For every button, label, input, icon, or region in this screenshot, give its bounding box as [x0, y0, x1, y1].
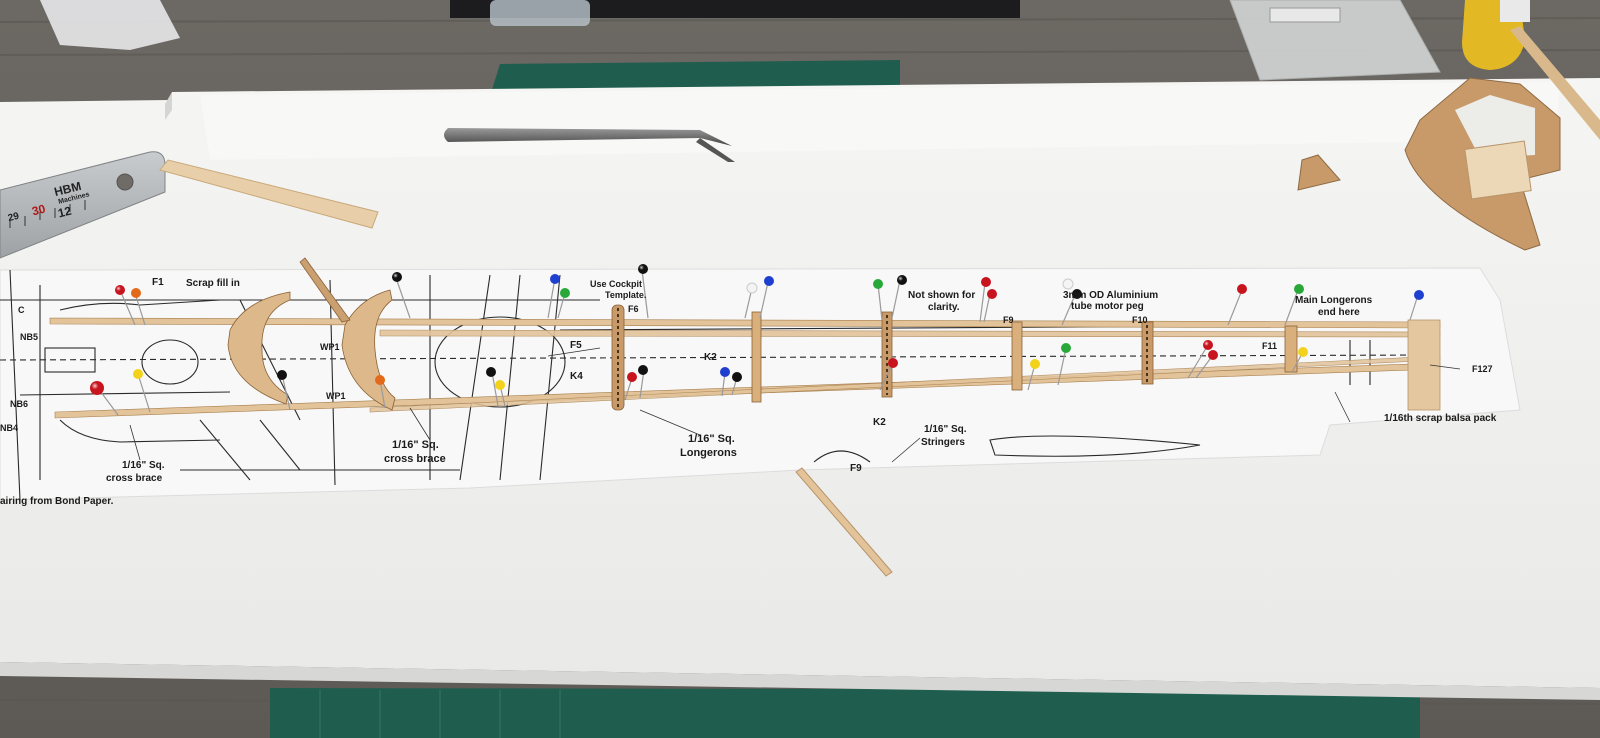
plan-label-f5: F5 — [570, 340, 582, 351]
plan-label-k4: K4 — [570, 371, 583, 382]
plan-label-main-longerons-2: end here — [1318, 307, 1360, 318]
plan-label-nb4: NB4 — [0, 423, 19, 433]
cutting-mat-bottom — [270, 688, 1420, 738]
balsa-strip-loose-2 — [795, 467, 893, 577]
plan-label-cross-brace-2a: 1/16" Sq. — [392, 439, 439, 451]
plan-label-longerons-a: 1/16" Sq. — [688, 433, 735, 445]
plan-label-template: Template. — [605, 290, 647, 300]
plan-label-cross-brace-2b: cross brace — [384, 453, 446, 465]
plan-label-k2: K2 — [704, 352, 717, 363]
plan-label-wp1-lower: WP1 — [326, 391, 346, 401]
plan-label-wp1: WP1 — [320, 342, 340, 352]
plan-label-nb5: NB5 — [20, 332, 39, 342]
plan-label-tube-1: 3mm OD Aluminium — [1063, 290, 1159, 301]
plan-label-f9-lower: F9 — [850, 463, 862, 474]
plan-label-f6: F6 — [628, 304, 639, 314]
steel-ruler — [0, 151, 166, 259]
plan-label-scrap-fill: Scrap fill in — [186, 278, 240, 289]
tweezers — [444, 128, 735, 162]
leader-lines — [129, 347, 1461, 463]
plan-label-c: C — [18, 305, 25, 315]
plan-label-f1: F1 — [152, 277, 164, 288]
plan-label-not-shown-1: Not shown for — [908, 290, 976, 301]
plastic-bag — [40, 0, 180, 50]
balsa-strip-loose-3 — [1510, 26, 1600, 140]
plan-label-f127: F127 — [1472, 364, 1493, 374]
plan-label-stringers-a: 1/16" Sq. — [924, 424, 967, 435]
balsa-strip-loose-1 — [159, 159, 379, 229]
plan-label-stringers-b: Stringers — [921, 437, 965, 448]
plan-label-not-shown-2: clarity. — [928, 302, 960, 313]
plan-label-f9: F9 — [1003, 315, 1014, 325]
plan-label-f10: F10 — [1132, 315, 1148, 325]
plan-label-scrap-balsa: 1/16th scrap balsa pack — [1384, 413, 1497, 424]
plan-label-use-cockpit: Use Cockpit — [590, 279, 643, 289]
plan-label-k2-lower: K2 — [873, 417, 886, 428]
plywood-parts — [1297, 77, 1561, 251]
plan-label-main-longerons-1: Main Longerons — [1295, 295, 1373, 306]
plan-label-f11: F11 — [1262, 341, 1278, 351]
tool-case — [450, 0, 1020, 18]
plan-label-cross-brace-1a: 1/16" Sq. — [122, 460, 165, 471]
former-dark-edges — [617, 308, 1148, 408]
pin-shafts — [97, 269, 1419, 416]
plan-label-longerons-b: Longerons — [680, 447, 737, 459]
plan-label-cross-brace-1b: cross brace — [106, 473, 163, 484]
pin-gloss — [90, 264, 1213, 395]
plan-label-tube-2: tube motor peg — [1071, 301, 1144, 312]
plan-label-nb6: NB6 — [10, 399, 29, 409]
fuselage-formers — [227, 257, 1441, 411]
plan-label-fairing: airing from Bond Paper. — [0, 496, 114, 507]
